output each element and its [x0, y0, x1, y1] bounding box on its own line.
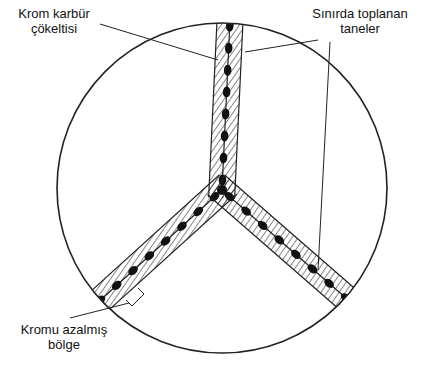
depleted-zone: [209, 0, 244, 199]
grain-boundary: [222, 190, 362, 312]
leader-line: [70, 303, 129, 318]
carbide-precipitate: [239, 205, 252, 218]
grain-circle: [57, 23, 387, 353]
carbide-precipitate: [224, 64, 232, 75]
carbide-precipitate: [226, 21, 234, 32]
zone-edge: [225, 175, 371, 302]
carbide-precipitate: [322, 277, 335, 290]
zone-edge: [209, 0, 218, 197]
leader-line: [318, 42, 330, 270]
zone-edge: [93, 194, 237, 324]
carbide-precipitate: [223, 86, 231, 97]
callout-label: Sınırda toplanan taneler: [292, 6, 428, 36]
zone-edge: [75, 175, 219, 305]
carbide-precipitate: [227, 0, 235, 10]
leader-line: [100, 24, 218, 60]
depleted-zone: [207, 175, 370, 322]
carbide-precipitate: [289, 248, 302, 261]
zone-edge: [207, 195, 353, 322]
leader-line: [245, 40, 318, 52]
carbide-precipitate: [222, 108, 230, 119]
carbide-precipitate: [225, 42, 233, 53]
carbide-precipitate: [220, 130, 228, 141]
carbide-precipitate: [306, 262, 319, 275]
carbide-precipitate: [217, 185, 227, 195]
carbide-precipitate: [219, 152, 227, 163]
carbide-precipitate: [175, 220, 188, 233]
carbide-precipitate: [159, 235, 172, 248]
carbide-precipitate: [256, 219, 269, 232]
grain-boundary: [84, 190, 222, 315]
callout-label: Kromu azalmış bölge: [8, 322, 120, 352]
carbide-precipitate: [273, 233, 286, 246]
callout-label: Krom karbür çökeltisi: [6, 6, 102, 36]
carbide-precipitate: [143, 249, 156, 262]
carbide-precipitate: [110, 279, 123, 292]
zone-edge: [235, 1, 244, 199]
carbide-precipitate: [126, 264, 139, 277]
carbide-precipitate: [192, 205, 205, 218]
